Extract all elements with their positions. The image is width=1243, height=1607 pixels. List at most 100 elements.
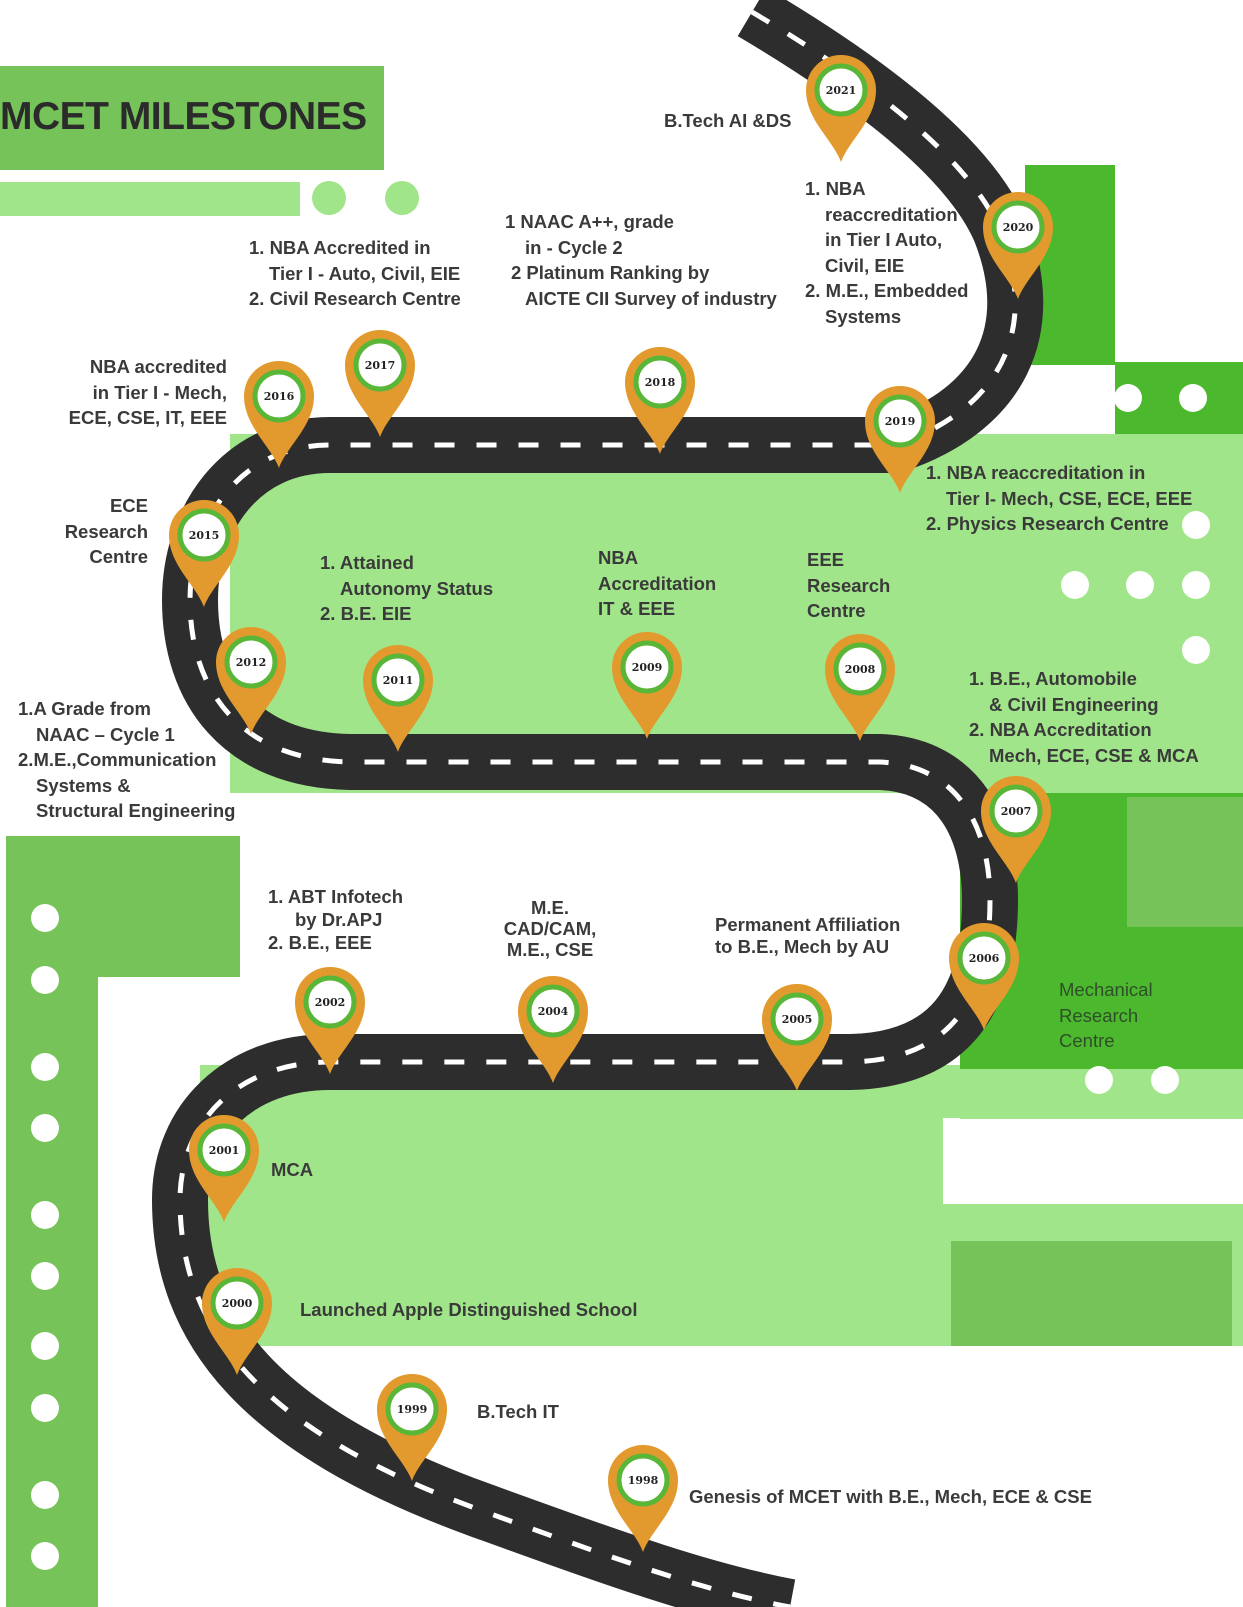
map-pin-icon: 2017 (345, 330, 415, 437)
map-pin-icon: 2005 (762, 984, 832, 1091)
label-line: AICTE CII Survey of industry (525, 287, 777, 309)
pin-ring (616, 1453, 670, 1507)
label-line: ECE (109, 495, 148, 516)
map-pin-icon: 2021 (806, 55, 876, 162)
map-pin-icon: 2009 (612, 632, 682, 739)
pin-year: 2018 (645, 376, 676, 389)
road-icon (152, 0, 1044, 1607)
page-title: MCET MILESTONES (0, 95, 367, 138)
pin-ring (770, 992, 824, 1046)
dot-icon (31, 1542, 59, 1570)
label-2001: MCA (271, 1157, 313, 1183)
label-line: Mech, ECE, CSE & MCA (989, 744, 1199, 766)
pin-year: 2019 (885, 415, 916, 428)
label-2007: 1. B.E., Automobile & Civil Engineering … (969, 666, 1199, 768)
label-line: M.E. (530, 897, 570, 918)
light-green-field (230, 434, 1243, 793)
pin-ring (991, 200, 1045, 254)
label-2011: 1. Attained Autonomy Status 2. B.E. EIE (320, 550, 493, 627)
label-line: 2.M.E.,Communication (18, 747, 235, 773)
pin-year: 2011 (383, 674, 414, 687)
pin-ring (814, 63, 868, 117)
label-line: CAD/CAM, (503, 918, 597, 939)
label-line: 1. B.E., Automobile (969, 668, 1137, 689)
map-pin-icon: 2008 (825, 634, 895, 741)
pin-ring (833, 642, 887, 696)
pin-year: 2012 (236, 656, 267, 669)
label-line: MCA (271, 1159, 314, 1180)
dot-icon (31, 1481, 59, 1509)
label-line: Centre (1059, 1030, 1115, 1051)
label-1998: Genesis of MCET with B.E., Mech, ECE & C… (689, 1484, 1092, 1510)
map-pin-icon: 2006 (949, 923, 1019, 1030)
label-line: 2. B.E. EIE (320, 603, 412, 624)
label-2016: NBA accredited in Tier I - Mech, ECE, CS… (60, 354, 227, 431)
pin-ring (633, 355, 687, 409)
pin-year: 2009 (632, 661, 663, 674)
pin-year: 2020 (1003, 221, 1034, 234)
pin-ring (353, 338, 407, 392)
pin-ring (620, 640, 674, 694)
map-pin-icon: 2015 (169, 500, 239, 607)
label-line: NAAC – Cycle 1 (36, 723, 175, 745)
map-pin-icon: 2001 (189, 1115, 259, 1222)
label-2012: 1.A Grade from NAAC – Cycle 1 2.M.E.,Com… (18, 696, 235, 824)
label-line: Launched Apple Distinguished School (300, 1299, 638, 1320)
pin-year: 2017 (365, 359, 396, 372)
road-center-line (177, 9, 1018, 1607)
label-line: 1. NBA Accredited in (249, 237, 431, 258)
dot-icon (1126, 571, 1154, 599)
label-line: 2. NBA Accreditation (969, 719, 1152, 740)
pin-ring (989, 784, 1043, 838)
dot-icon (31, 1332, 59, 1360)
label-line: M.E., CSE (506, 939, 594, 960)
map-pin-icon: 2004 (518, 975, 588, 1083)
pin-ring (197, 1123, 251, 1177)
pin-ring (526, 984, 580, 1038)
pin-year: 2021 (826, 84, 857, 97)
map-pin-icon: 2019 (865, 386, 935, 493)
map-pin-icon: 2000 (202, 1268, 272, 1375)
label-2000: Launched Apple Distinguished School (300, 1297, 637, 1323)
dot-icon (385, 181, 419, 215)
label-line: 1 NAAC A++, grade (505, 211, 674, 232)
pin-year: 2008 (845, 663, 876, 676)
dot-icon (1114, 384, 1142, 412)
dot-icon (31, 966, 59, 994)
dot-icon (1182, 636, 1210, 664)
left-green-strip (6, 836, 240, 1607)
label-line: 2. B.E., EEE (268, 932, 372, 953)
pin-year: 2002 (315, 996, 346, 1009)
label-number: 1. (18, 698, 34, 719)
map-pin-icon: 2011 (363, 645, 433, 752)
pin-ring (224, 635, 278, 689)
pin-ring (385, 1382, 439, 1436)
pin-year: 2001 (209, 1144, 240, 1157)
dot-icon (31, 904, 59, 932)
left-dots (31, 904, 59, 1570)
label-line: reaccreditation (825, 203, 958, 225)
white-box (943, 1118, 1243, 1204)
label-2002: 1. ABT Infotech by Dr.APJ 2. B.E., EEE (268, 885, 403, 954)
label-line: Research (1059, 1004, 1139, 1026)
label-text: A Grade from (33, 698, 151, 719)
label-line: Mechanical (1059, 979, 1153, 1000)
map-pin-icon: 2007 (981, 776, 1051, 883)
label-line: Centre (807, 600, 866, 621)
map-pin-icon: 2020 (983, 192, 1053, 299)
label-line: to B.E., Mech by AU (715, 936, 890, 957)
title-banner (0, 66, 384, 170)
label-line: IT & EEE (598, 598, 676, 619)
label-text: M.E.,Communication (33, 749, 217, 770)
map-pin-icon: 2002 (295, 967, 365, 1074)
label-1999: B.Tech IT (477, 1399, 559, 1425)
pin-ring (303, 975, 357, 1029)
label-line: 2. Civil Research Centre (249, 288, 461, 309)
label-line: Research (807, 574, 891, 596)
dot-icon (31, 1114, 59, 1142)
pin-year: 1999 (397, 1403, 428, 1416)
label-2019: 1. NBA reaccreditation in Tier I- Mech, … (926, 460, 1192, 537)
map-pin-icon: 1998 (608, 1445, 678, 1552)
